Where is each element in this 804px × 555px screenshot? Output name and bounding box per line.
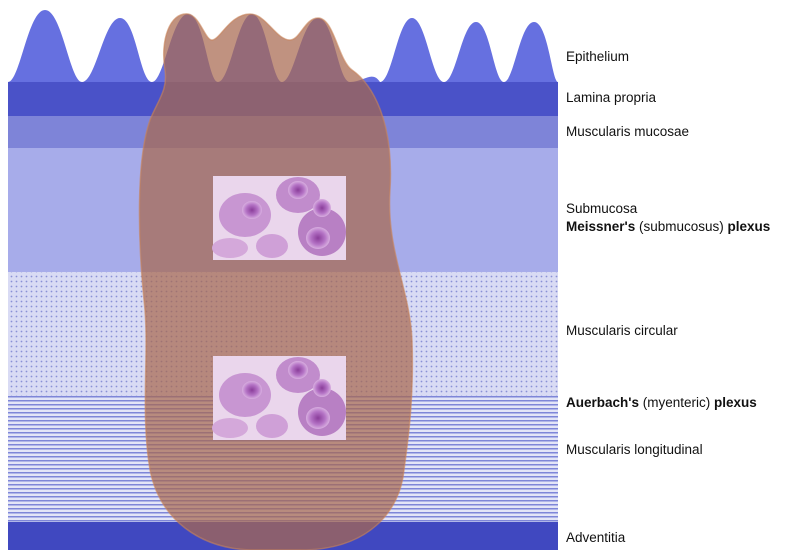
meissner-alt: (submucosus) [635, 219, 727, 234]
meissner-name: Meissner's [566, 219, 635, 234]
histology-image-auerbach [212, 356, 346, 440]
label-lamina-propria: Lamina propria [566, 89, 656, 106]
meissner-plexus-word: plexus [728, 219, 771, 234]
histology-image-meissner [212, 176, 346, 260]
label-meissner-plexus: Meissner's (submucosus) plexus [566, 218, 770, 235]
label-adventitia: Adventitia [566, 529, 625, 546]
label-auerbach-plexus: Auerbach's (myenteric) plexus [566, 394, 757, 411]
auerbach-alt: (myenteric) [639, 395, 714, 410]
label-muscularis-mucosae: Muscularis mucosae [566, 123, 689, 140]
label-muscularis-longitudinal: Muscularis longitudinal [566, 441, 703, 458]
label-muscularis-circular: Muscularis circular [566, 322, 678, 339]
label-submucosa: Submucosa [566, 200, 637, 217]
auerbach-plexus-word: plexus [714, 395, 757, 410]
nerve-overlay [139, 14, 412, 550]
auerbach-name: Auerbach's [566, 395, 639, 410]
label-epithelium: Epithelium [566, 48, 629, 65]
